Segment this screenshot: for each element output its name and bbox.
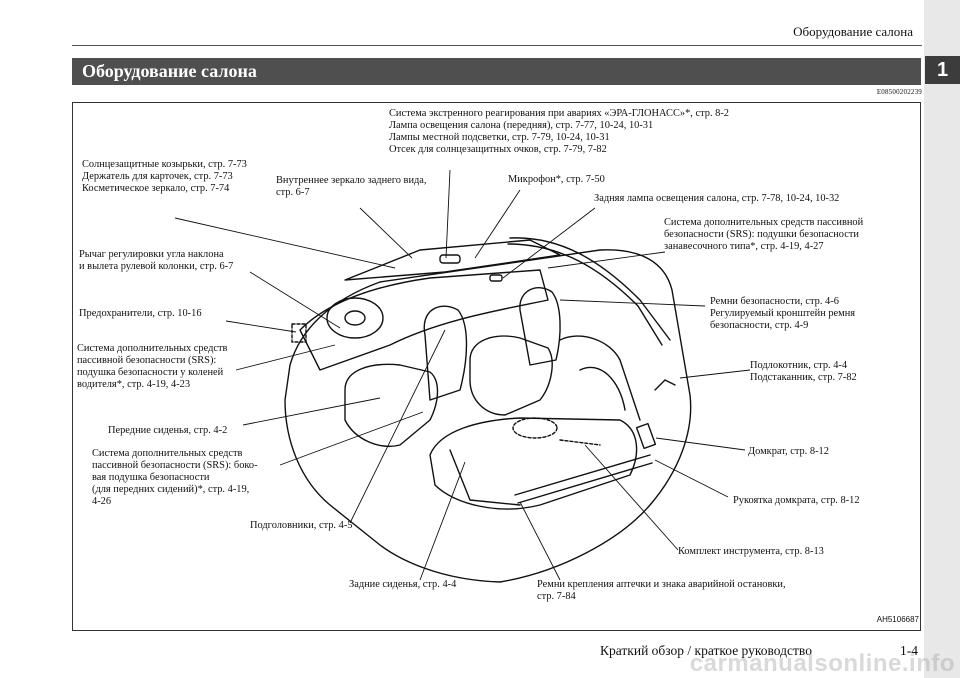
steering-wheel [326,297,384,339]
figure-frame [72,102,921,631]
label-kit-straps: Ремни крепления аптечки и знака аварийно… [537,579,786,602]
rear-view-mirror [439,254,461,264]
label-steering: Рычаг регулировки угла наклона и вылета … [79,249,234,272]
leader-emergency [445,169,451,259]
page-number: 1-4 [900,643,918,658]
label-curtain: Система дополнительных средств пассивной… [664,217,864,252]
leader-front-seats [242,397,381,426]
chapter-tab: 1 [925,56,960,84]
label-sunvisors: Солнцезащитные козырьки, стр. 7-73 Держа… [82,159,247,194]
dashboard [299,269,549,371]
label-fuses: Предохранители, стр. 10-16 [79,308,202,319]
rear-lamp [489,274,503,282]
footer-text: Краткий обзор / краткое руководство [600,643,812,658]
leader-fuses [225,320,297,333]
section-title: Оборудование салона [72,58,921,85]
cargo-rail [514,454,651,496]
leader-rear-lamp [502,207,596,279]
running-header: Оборудование салона [793,24,913,39]
leader-side-airbag [279,411,424,466]
label-tools: Комплект инструмента, стр. 8-13 [678,546,824,557]
leader-kit-straps [519,501,561,581]
leader-curtain [547,251,666,269]
leader-armrest [679,369,751,379]
label-belts: Ремни безопасности, стр. 4-6 Регулируемы… [710,296,856,331]
roof-rail [509,237,671,341]
label-front-seats: Передние сиденья, стр. 4-2 [108,425,228,436]
figure-id: AH5106687 [876,615,919,624]
watermark: carmanualsonline.info [689,650,955,677]
leader-belts [559,299,706,307]
leader-tools [584,444,679,551]
section-title-text: Оборудование салона [82,61,257,81]
windshield [344,239,561,281]
label-microphone: Микрофон*, стр. 7-50 [508,174,605,185]
leader-rear-seats [419,461,466,581]
leader-jack-handle [654,459,729,498]
body-outline [284,249,692,583]
leader-steering [249,271,341,329]
side-strip [924,0,960,678]
label-side-airbag: Система дополнительных средств пассивной… [92,448,258,507]
leader-mirror [359,207,413,259]
fuse-box [291,323,307,343]
leader-knee [235,344,336,371]
label-mirror: Внутреннее зеркало заднего вида, стр. 6-… [276,175,427,198]
section-code: E08500202239 [876,88,922,96]
label-rear-lamp: Задняя лампа освещения салона, стр. 7-78… [594,193,840,204]
label-jack: Домкрат, стр. 8-12 [748,446,829,457]
label-knee: Система дополнительных средств пассивной… [77,343,228,390]
leader-headrests [349,329,446,524]
rear-seat [429,417,638,510]
label-headrests: Подголовники, стр. 4-5 [250,520,353,531]
label-jack-handle: Рукоятка домкрата, стр. 8-12 [733,495,860,506]
header-rule [72,45,922,46]
leader-jack [655,437,746,451]
label-armrest: Подлокотник, стр. 4-4 Подстаканник, стр.… [750,360,857,383]
leader-sunvisors [174,217,396,269]
label-emergency: Система экстренного реагирования при ава… [389,108,729,155]
jack [635,422,657,450]
passenger-seat [469,335,553,416]
tool-kit [512,417,558,439]
label-rear-seats: Задние сиденья, стр. 4-4 [349,579,457,590]
leader-microphone [474,189,521,259]
driver-seat [344,363,439,447]
